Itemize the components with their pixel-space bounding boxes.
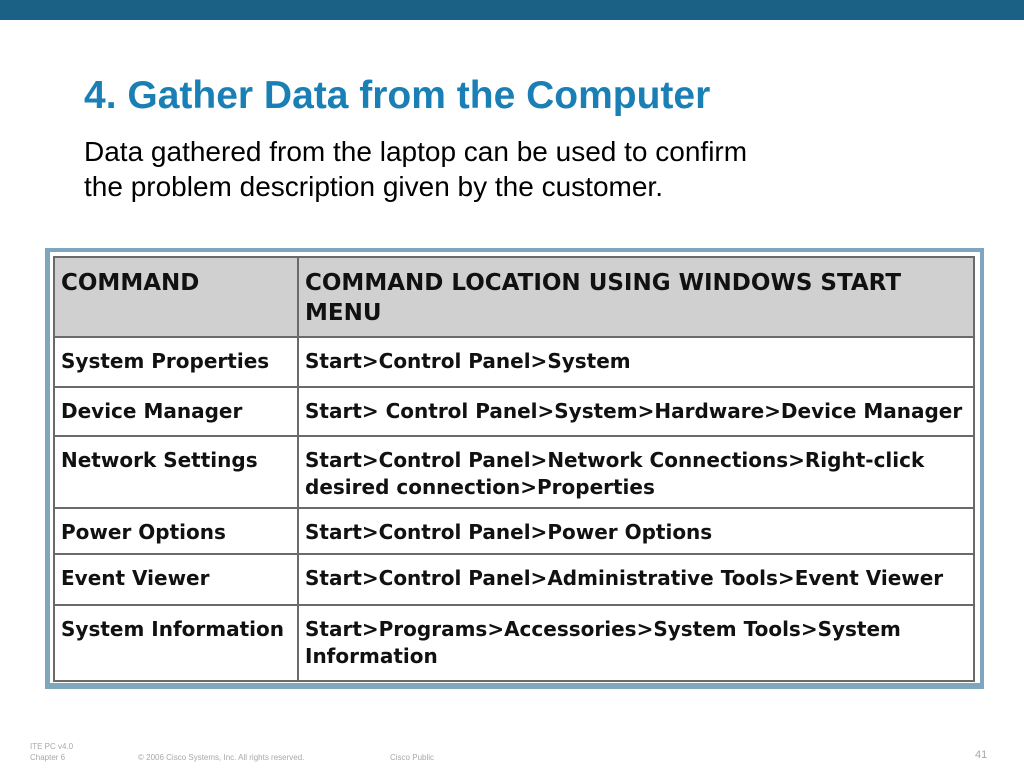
slide-subtitle: Data gathered from the laptop can be use…	[84, 134, 944, 204]
subtitle-line: the problem description given by the cus…	[84, 171, 663, 202]
table-row: System Information Start>Programs>Access…	[53, 604, 975, 682]
command-cell: Event Viewer	[53, 553, 299, 606]
command-cell: System Information	[53, 604, 299, 682]
footer-course-name: ITE PC v4.0	[30, 742, 74, 751]
location-cell: Start>Programs>Accessories>System Tools>…	[297, 604, 975, 682]
slide-title: 4. Gather Data from the Computer	[84, 74, 711, 117]
location-cell: Start>Control Panel>System	[297, 336, 975, 388]
subtitle-line: Data gathered from the laptop can be use…	[84, 136, 748, 167]
table-header-row: COMMAND COMMAND LOCATION USING WINDOWS S…	[53, 256, 975, 338]
footer-copyright: © 2006 Cisco Systems, Inc. All rights re…	[138, 753, 305, 762]
table-row: Device Manager Start> Control Panel>Syst…	[53, 386, 975, 437]
column-header-command: COMMAND	[53, 256, 299, 338]
location-cell: Start> Control Panel>System>Hardware>Dev…	[297, 386, 975, 437]
table-row: System Properties Start>Control Panel>Sy…	[53, 336, 975, 388]
command-table: COMMAND COMMAND LOCATION USING WINDOWS S…	[53, 256, 975, 682]
location-cell: Start>Control Panel>Administrative Tools…	[297, 553, 975, 606]
footer-course: ITE PC v4.0 Chapter 6	[30, 741, 73, 763]
top-banner	[0, 0, 1024, 20]
location-cell: Start>Control Panel>Power Options	[297, 507, 975, 555]
page-number: 41	[975, 749, 988, 761]
table-frame: COMMAND COMMAND LOCATION USING WINDOWS S…	[45, 248, 984, 689]
table-row: Network Settings Start>Control Panel>Net…	[53, 435, 975, 509]
command-cell: Device Manager	[53, 386, 299, 437]
table-panel: COMMAND COMMAND LOCATION USING WINDOWS S…	[50, 252, 980, 683]
footer-classification: Cisco Public	[390, 753, 435, 762]
column-header-location: COMMAND LOCATION USING WINDOWS START MEN…	[297, 256, 975, 338]
command-cell: Power Options	[53, 507, 299, 555]
location-cell: Start>Control Panel>Network Connections>…	[297, 435, 975, 509]
table-row: Power Options Start>Control Panel>Power …	[53, 507, 975, 555]
command-cell: Network Settings	[53, 435, 299, 509]
table-row: Event Viewer Start>Control Panel>Adminis…	[53, 553, 975, 606]
command-cell: System Properties	[53, 336, 299, 388]
footer-chapter: Chapter 6	[30, 753, 66, 762]
